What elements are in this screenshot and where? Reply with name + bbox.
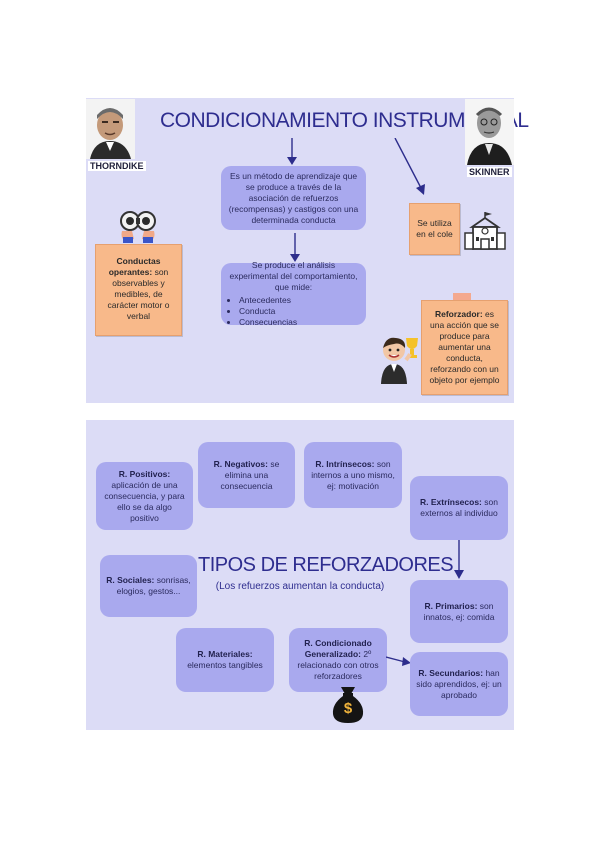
materiales-label: R. Materiales: — [197, 649, 253, 659]
se-utiliza-text: Se utiliza en el cole — [416, 218, 453, 239]
reforzador-note: Reforzador: es una acción que se produce… — [421, 300, 508, 395]
positivos-label: R. Positivos: — [118, 468, 171, 479]
analysis-item: Antecedentes — [239, 295, 360, 306]
definition-text: Es un método de aprendizaje que se produ… — [228, 170, 359, 225]
positivos-text: aplicación de una consecuencia, y para e… — [104, 479, 185, 523]
secundarios-text: han sido aprendidos, ej: un aprobado — [416, 667, 502, 700]
arrow-condicionado-to-secundarios — [386, 656, 411, 666]
reforzador-positivos-box: R. Positivos: aplicación de una consecue… — [96, 462, 193, 530]
extrinsecos-text: son externos al individuo — [420, 497, 498, 518]
analysis-item: Conducta — [239, 306, 360, 317]
arrow-extrinsecos-to-primarios — [454, 540, 464, 579]
sociales-label: R. Sociales: — [106, 575, 155, 585]
child-trophy-icon — [376, 334, 420, 386]
reforzador-condicionado-box: R. Condicionado Generalizado: 2º relacio… — [289, 628, 387, 692]
sociales-text: sonrisas, elogios, gestos... — [116, 575, 191, 596]
arrow-title-to-definition — [287, 138, 297, 165]
skinner-caption: SKINNER — [467, 167, 512, 177]
section-subtitle: (Los refuerzos aumentan la conducta) — [215, 581, 385, 592]
reforzador-primarios-box: R. Primarios: son innatos, ej: comida — [410, 580, 508, 643]
condicionado-text: 2º relacionado con otros reforzadores — [297, 649, 379, 681]
analysis-list: Antecedentes Conducta Consecuencias — [227, 295, 360, 328]
page-title: CONDICIONAMIENTO INSTRUMENTAL — [160, 109, 529, 132]
operantes-label: Conductas operantes: — [108, 256, 161, 277]
reforzador-extrinsecos-box: R. Extrínsecos: son externos al individu… — [410, 476, 508, 540]
reforzador-materiales-box: R. Materiales: elementos tangibles — [176, 628, 274, 692]
analysis-item: Consecuencias — [239, 317, 360, 328]
analysis-box: Se produce el análisis experimental del … — [221, 260, 366, 328]
extrinsecos-label: R. Extrínsecos: — [420, 497, 482, 507]
thorndike-portrait — [86, 99, 135, 159]
reforzador-label: Reforzador: — [434, 309, 483, 319]
school-icon — [464, 211, 506, 251]
tape — [453, 293, 471, 301]
binoculars-icon — [118, 207, 158, 247]
reforzador-text: es una acción que se produce para aument… — [429, 309, 500, 385]
secundarios-label: R. Secundarios: — [418, 667, 484, 678]
operantes-note: Conductas operantes: son observables y m… — [95, 244, 182, 336]
arrow-title-to-cole — [394, 138, 425, 195]
operantes-text: son observables y medibles, de carácter … — [107, 267, 170, 321]
se-utiliza-note: Se utiliza en el cole — [409, 203, 460, 255]
primarios-text: son innatos, ej: comida — [423, 600, 495, 622]
definition-box: Es un método de aprendizaje que se produ… — [221, 166, 366, 230]
section-title: TIPOS DE REFORZADORES — [198, 554, 454, 576]
reforzador-intrinsecos-box: R. Intrínsecos: son internos a uno mismo… — [304, 442, 402, 508]
analysis-intro: Se produce el análisis experimental del … — [229, 260, 358, 292]
intrinsecos-label: R. Intrínsecos: — [315, 458, 375, 469]
skinner-portrait — [465, 99, 514, 165]
thorndike-caption: THORNDIKE — [88, 161, 146, 171]
money-bag-icon: $ — [331, 684, 365, 724]
arrow-definition-to-analysis — [290, 233, 300, 262]
reforzador-sociales-box: R. Sociales: sonrisas, elogios, gestos..… — [100, 555, 197, 617]
condicionado-label: R. Condicionado Generalizado: — [304, 638, 372, 659]
materiales-text: elementos tangibles — [187, 660, 263, 670]
negativos-label: R. Negativos: — [213, 458, 268, 469]
reforzador-negativos-box: R. Negativos: se elimina una consecuenci… — [198, 442, 295, 508]
reforzador-secundarios-box: R. Secundarios: han sido aprendidos, ej:… — [410, 652, 508, 716]
money-symbol: $ — [343, 700, 353, 717]
intrinsecos-text: son internos a uno mismo, ej: motivación — [311, 458, 395, 491]
negativos-text: se elimina una consecuencia — [220, 458, 280, 491]
primarios-label: R. Primarios: — [424, 600, 478, 611]
